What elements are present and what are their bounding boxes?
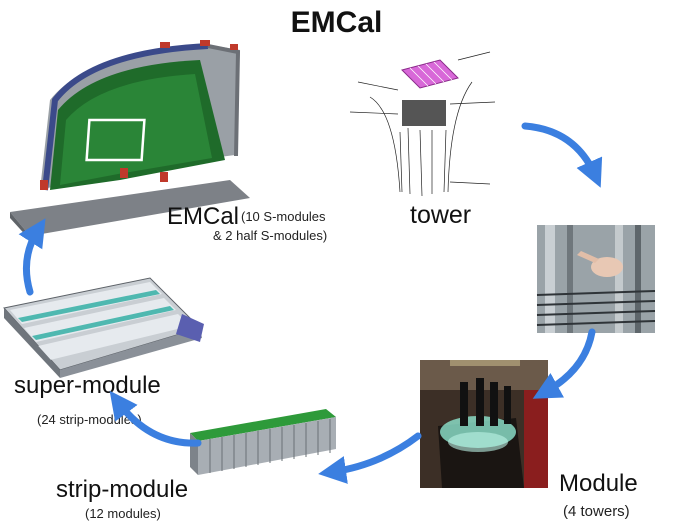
tower-assembly-photo	[536, 225, 656, 333]
module-label: Module	[559, 470, 638, 497]
tower-drawing-image	[349, 51, 496, 197]
arrow-strip-to-super	[109, 390, 202, 447]
arrow-photo-to-module	[532, 328, 596, 399]
tower-label: tower	[410, 201, 472, 229]
arrow-super-to-emcal	[18, 218, 46, 296]
emcal-label: EMCal	[167, 203, 240, 230]
emcal-detail-line1: (10 S-modules	[241, 209, 326, 224]
arrow-module-to-strip	[318, 432, 422, 484]
module-detail: (4 towers)	[563, 503, 630, 520]
strip-module-image	[190, 409, 336, 475]
arrow-tower-to-photo	[521, 122, 603, 188]
strip-module-label: strip-module	[56, 476, 189, 503]
super-module-image	[3, 277, 204, 378]
module-photo	[420, 360, 548, 488]
emcal-detector-image	[10, 40, 250, 240]
strip-module-detail: (12 modules)	[85, 506, 161, 521]
emcal-detail-line2: & 2 half S-modules)	[213, 228, 328, 243]
diagram-title: EMCal	[290, 6, 383, 39]
